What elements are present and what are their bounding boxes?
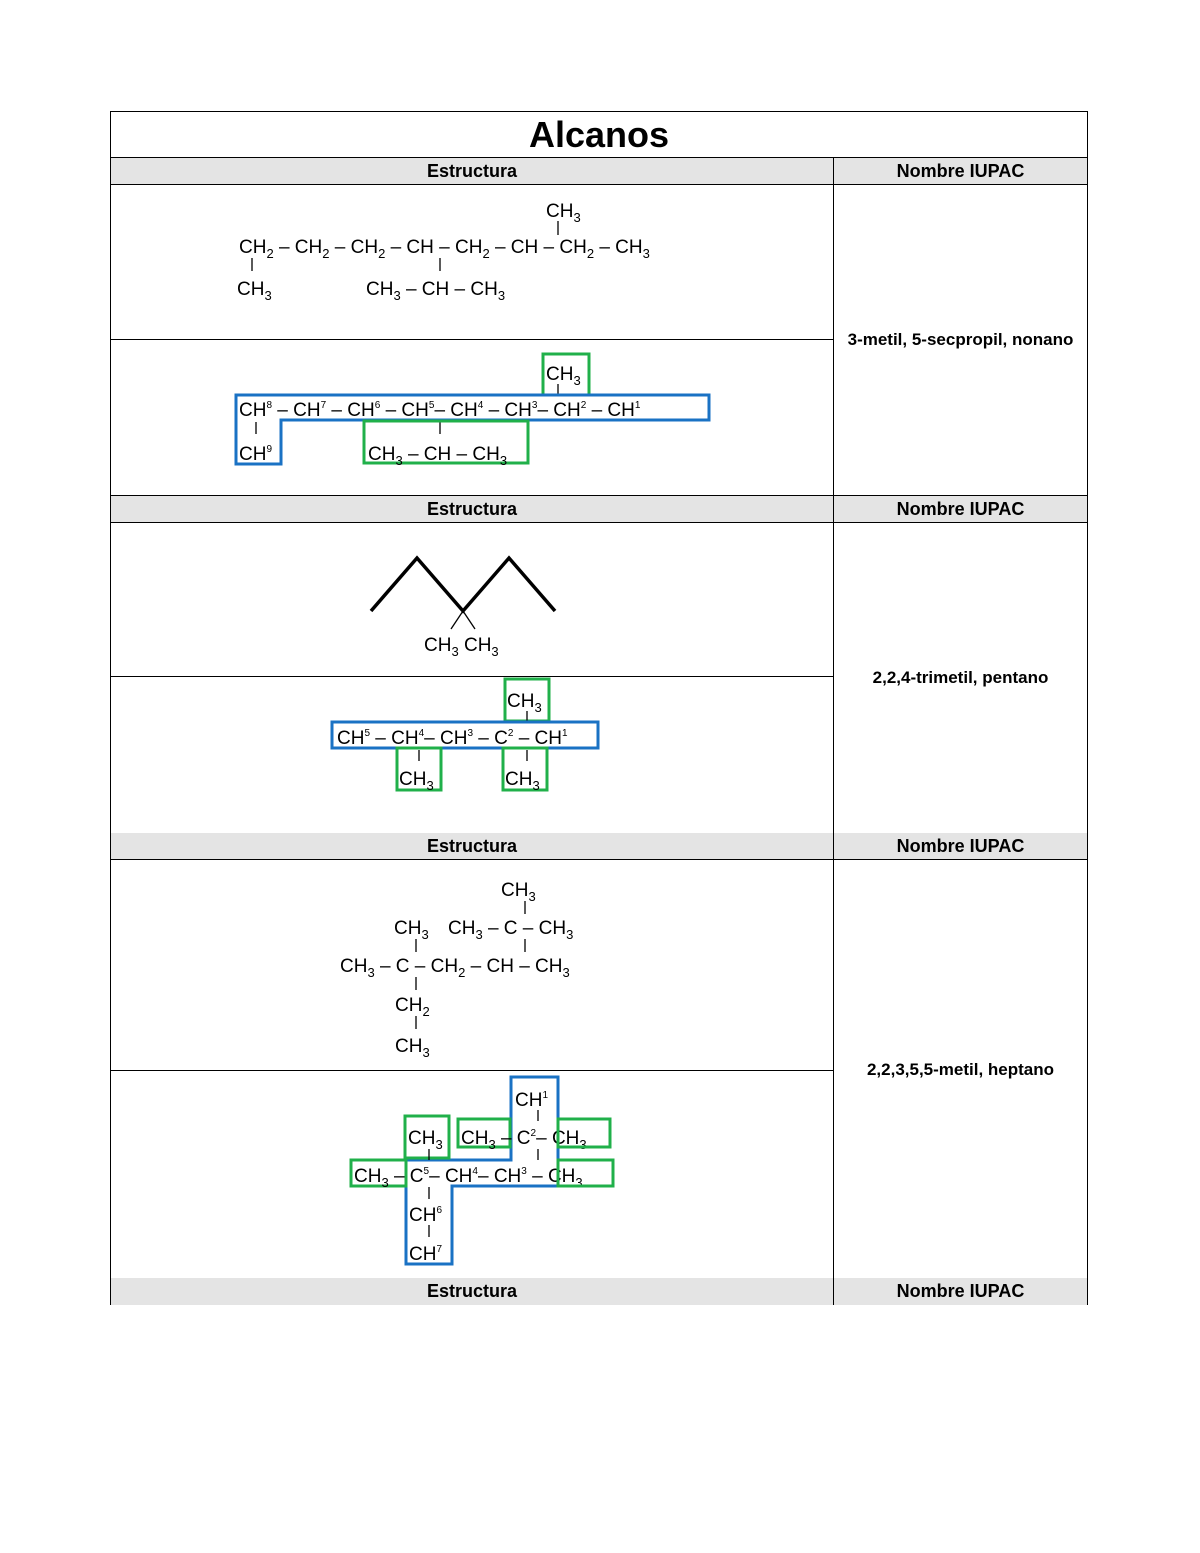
header-structure-4: Estructura [111,1278,834,1305]
svg-text:CH3: CH3 [501,880,536,904]
iupac-name-2: 2,2,4-trimetil, pentano [834,523,1087,834]
iupac-name-1: 3-metil, 5-secpropil, nonano [834,185,1087,496]
svg-text:CH3: CH3 [237,279,272,303]
svg-text:CH3: CH3 [394,918,429,942]
svg-text:CH8 – CH7 – CH6 – CH5– CH4 – C: CH8 – CH7 – CH6 – CH5– CH4 – CH3– CH2 – … [239,400,641,421]
structure-2-annotated: CH3 CH5 – CH4– CH3 – C2 – CH1 CH3 CH3 [111,677,834,834]
alkanes-table: Alcanos Estructura Nombre IUPAC CH3 CH2 … [110,111,1088,1305]
structure-2-skeletal-drawing: CH3 CH3 [369,555,557,659]
structure-2-skeletal: CH3 CH3 [111,523,834,677]
structure-2-annotated-drawing: CH3 CH5 – CH4– CH3 – C2 – CH1 CH3 CH3 [330,677,600,793]
header-structure-1: Estructura [111,158,834,185]
header-iupac-2: Nombre IUPAC [834,496,1087,523]
structure-1-annotated: CH3 CH8 – CH7 – CH6 – CH5– CH4 – CH3– CH… [111,340,834,496]
svg-text:CH3 – C – CH3: CH3 – C – CH3 [448,918,573,942]
header-structure-3: Estructura [111,833,834,860]
structure-1-formula: CH3 CH2 – CH2 – CH2 – CH – CH2 – CH – CH… [111,185,834,340]
structure-3-formula: CH3 CH3 CH3 – C – CH3 CH3 – C – CH2 – CH… [111,860,834,1071]
svg-text:CH3: CH3 [546,201,581,225]
iupac-name-3: 2,2,3,5,5-metil, heptano [834,860,1087,1280]
header-iupac-3: Nombre IUPAC [834,833,1087,860]
svg-text:CH2 – CH2 – CH2 – CH – CH2 – C: CH2 – CH2 – CH2 – CH – CH2 – CH – CH2 – … [239,237,650,261]
header-iupac-4: Nombre IUPAC [834,1278,1087,1305]
svg-text:CH3 – C5– CH4– CH3 – CH3: CH3 – C5– CH4– CH3 – CH3 [354,1166,583,1190]
svg-text:CH7: CH7 [409,1244,442,1265]
header-structure-2: Estructura [111,496,834,523]
svg-text:CH5 – CH4– CH3 – C2 – CH1: CH5 – CH4– CH3 – C2 – CH1 [337,728,568,749]
structure-1-annotated-drawing: CH3 CH8 – CH7 – CH6 – CH5– CH4 – CH3– CH… [234,352,711,468]
table-title: Alcanos [111,112,1087,158]
svg-text:CH3: CH3 [399,769,434,793]
svg-text:CH3: CH3 [507,691,542,715]
svg-text:CH3: CH3 [408,1128,443,1152]
svg-text:CH3: CH3 [505,769,540,793]
structure-3-annotated-drawing: CH1 CH3 CH3 – C2– CH3 CH3 – C5– CH4– CH3… [349,1075,615,1266]
svg-text:CH3 – CH – CH3: CH3 – CH – CH3 [366,279,505,303]
structure-3-formula-drawing: CH3 CH3 CH3 – C – CH3 CH3 – C – CH2 – CH… [340,880,573,1060]
svg-text:CH6: CH6 [409,1205,442,1226]
svg-text:CH3 CH3: CH3 CH3 [424,635,499,659]
svg-text:CH2: CH2 [395,995,430,1019]
svg-text:CH3: CH3 [546,364,581,388]
svg-text:CH9: CH9 [239,444,272,465]
svg-text:CH3: CH3 [395,1036,430,1060]
structure-3-annotated: CH1 CH3 CH3 – C2– CH3 CH3 – C5– CH4– CH3… [111,1071,834,1280]
svg-text:CH3 – C – CH2 – CH – CH3: CH3 – C – CH2 – CH – CH3 [340,956,570,980]
svg-text:CH3 – CH – CH3: CH3 – CH – CH3 [368,444,507,468]
structure-1-formula-drawing: CH3 CH2 – CH2 – CH2 – CH – CH2 – CH – CH… [237,201,650,303]
svg-text:CH1: CH1 [515,1090,548,1111]
header-iupac-1: Nombre IUPAC [834,158,1087,185]
